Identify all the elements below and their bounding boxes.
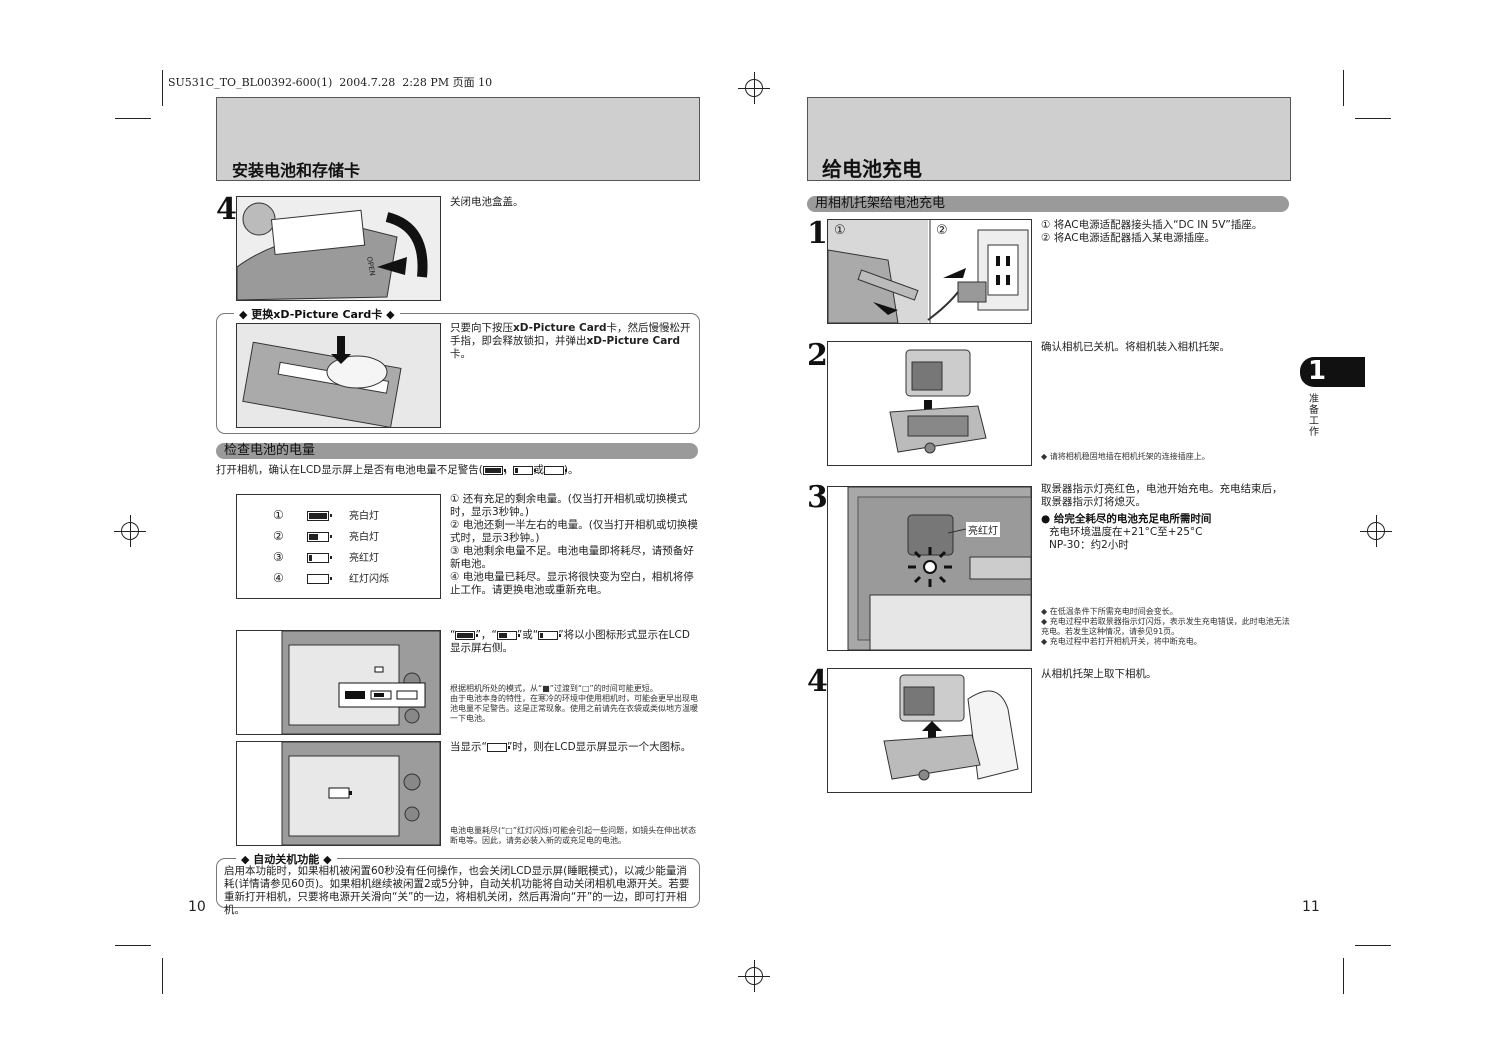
right-header-box [807, 97, 1291, 181]
level-desc-2: ② 电池还剩一半左右的电量。(仅当打开相机或切换模式时，显示3秒钟。) [450, 519, 698, 544]
left-page-number: 10 [188, 899, 206, 915]
right-step3-number: 3 [807, 480, 828, 515]
battery-level-number: ④ [273, 571, 284, 585]
level-desc-4: ④ 电池电量已耗尽。显示将很快变为空白，相机将停止工作。请更换电池或重新充电。 [450, 571, 694, 596]
battery-level-label: 亮白灯 [349, 532, 379, 543]
level-desc-3: ③ 电池剩余电量不足。电池电量即将耗尽，请预备好新电池。 [450, 545, 694, 570]
charge-duration: NP-30：约2小时 [1049, 539, 1129, 551]
right-step2-text: 确认相机已关机。将相机装入相机托架。 [1041, 341, 1230, 353]
xd-card-box-label: ◆ 更换xD-Picture Card卡 ◆ [234, 306, 400, 322]
registration-mark [738, 960, 770, 992]
battery-level-descriptions: ① 还有充足的剩余电量。(仅当打开相机或切换模式时，显示3秒钟。) ② 电池还剩… [450, 493, 700, 597]
crop-mark [115, 945, 151, 946]
step1-line: ① 将AC电源适配器接头插入“DC IN 5V”插座。 [1041, 219, 1263, 231]
red-light-callout: 亮红灯 [966, 522, 1000, 537]
remove-camera-illustration [827, 668, 1032, 793]
battery-level-number: ① [273, 508, 284, 522]
xd-card-eject-illustration [236, 323, 441, 428]
right-step4-number: 4 [807, 664, 828, 699]
battery-level-label: 亮红灯 [349, 553, 379, 564]
charge-time-details: 充电环境温度在+21°C至+25°C NP-30：约2小时 [1049, 526, 1289, 552]
registration-mark [114, 515, 146, 547]
ac-adapter-illustration: ① ② [827, 219, 1032, 324]
crop-mark [1355, 118, 1391, 119]
left-section-title: 安装电池和存储卡 [232, 161, 361, 180]
battery-level-row: ③ 亮红灯 [273, 549, 379, 565]
right-step1-number: 1 [807, 216, 828, 251]
battery-level-row: ① 亮白灯 [273, 507, 379, 523]
crop-mark [1343, 958, 1344, 994]
battery-check-intro: 打开相机，确认在LCD显示屏上是否有电池电量不足警告(，或)。 [216, 464, 579, 476]
left-step4-text: 关闭电池盒盖。 [450, 196, 524, 208]
battery-level-label: 红灯闪烁 [349, 574, 389, 585]
battery-note: 根据相机所处的模式，从“■”过渡到“□”的时间可能更短。 [450, 684, 658, 693]
camera-into-cradle-illustration [827, 341, 1032, 466]
battery-icon [307, 531, 332, 542]
open-label: OPEN [365, 256, 376, 276]
right-step2-note: ◆ 请将相机稳固地插在相机托架的连接插座上。 [1041, 452, 1210, 461]
battery-empty-icon [543, 465, 567, 475]
registration-mark [1360, 515, 1392, 547]
circle-mark-2: ② [936, 223, 948, 238]
battery-level-label: 亮白灯 [349, 511, 379, 522]
right-step4-text: 从相机托架上取下相机。 [1041, 668, 1157, 680]
charge-temp: 充电环境温度在+21°C至+25°C [1049, 526, 1203, 538]
charging-subtitle: 用相机托架给电池充电 [807, 196, 1289, 212]
right-step3-text: 取景器指示灯亮红色，电池开始充电。充电结束后，取景器指示灯将熄灭。 [1041, 483, 1283, 508]
right-section-title: 给电池充电 [822, 157, 922, 181]
chapter-tab-label: 准备工作 [1309, 394, 1319, 438]
charge-note: ◆ 在低温条件下所需充电时间会变长。 [1041, 607, 1178, 616]
auto-off-box [216, 858, 700, 908]
battery-note: 由于电池本身的特性，在寒冷的环境中使用相机时，可能会更早出现电池电量不足警告。这… [450, 694, 698, 723]
battery-note-2: 电池电量耗尽(“□”红灯闪烁)可能会引起一些问题，如镜头在伸出状态断电等。因此，… [450, 826, 697, 845]
left-header-box [216, 97, 700, 181]
xd-card-box [216, 313, 700, 434]
left-step4-number: 4 [216, 192, 237, 227]
chapter-tab [1300, 357, 1365, 387]
large-icon-text: 当显示“”时，则在LCD显示屏显示一个大图标。 [450, 741, 692, 753]
battery-notes-1: 根据相机所处的模式，从“■”过渡到“□”的时间可能更短。 由于电池本身的特性，在… [450, 684, 700, 724]
registration-mark [738, 72, 770, 104]
battery-level-number: ③ [273, 550, 284, 564]
level-desc-1: ① 还有充足的剩余电量。(仅当打开相机或切换模式时，显示3秒钟。) [450, 493, 688, 518]
battery-level-table: ① 亮白灯 ② 亮白灯 ③ 亮红灯 ④ 红灯闪烁 [236, 494, 441, 599]
step1-line: ② 将AC电源适配器插入某电源插座。 [1041, 232, 1216, 244]
auto-off-label: ◆ 自动关机功能 ◆ [236, 851, 337, 867]
lcd-small-icon-illustration [236, 630, 441, 735]
small-icon-display-text: “”，“”或“”将以小图标形式显示在LCD显示屏右侧。 [450, 629, 690, 654]
battery-icon [307, 552, 332, 563]
battery-level-row: ② 亮白灯 [273, 528, 379, 544]
battery-icon [307, 573, 332, 584]
crop-mark [162, 70, 163, 106]
close-battery-cover-illustration: OPEN [236, 196, 441, 301]
lcd-large-icon-illustration [236, 741, 441, 846]
charge-time-heading: ● 给完全耗尽的电池充足电所需时间 [1041, 513, 1212, 525]
battery-full-icon [482, 465, 506, 475]
battery-level-number: ② [273, 529, 284, 543]
battery-icon [307, 510, 332, 521]
charging-indicator-illustration: 亮红灯 [827, 486, 1032, 651]
crop-mark [1355, 945, 1391, 946]
right-step2-number: 2 [807, 338, 828, 373]
circle-mark-1: ① [834, 223, 846, 238]
battery-level-row: ④ 红灯闪烁 [273, 570, 389, 586]
crop-mark [115, 118, 151, 119]
right-step1-text: ① 将AC电源适配器接头插入“DC IN 5V”插座。 ② 将AC电源适配器插入… [1041, 219, 1291, 245]
charge-note: ◆ 充电过程中若打开相机开关，将中断充电。 [1041, 637, 1202, 646]
auto-off-text: 启用本功能时，如果相机被闲置60秒没有任何操作，也会关闭LCD显示屏(睡眠模式)… [224, 865, 690, 916]
charge-note: ◆ 充电过程中若取景器指示灯闪烁，表示发生充电错误，此时电池无法充电。若发生这种… [1041, 617, 1290, 636]
chapter-tab-number: 1 [1308, 356, 1327, 386]
crop-mark [1343, 70, 1344, 106]
battery-check-title: 检查电池的电量 [216, 443, 698, 459]
battery-low-icon [513, 465, 537, 475]
doc-header: SU531C_TO_BL00392-600(1) 2004.7.28 2:28 … [168, 76, 493, 89]
right-page-number: 11 [1302, 899, 1320, 915]
right-step3-notes: ◆ 在低温条件下所需充电时间会变长。 ◆ 充电过程中若取景器指示灯闪烁，表示发生… [1041, 607, 1291, 647]
xd-card-instructions: 只要向下按压xD-Picture Card卡，然后慢慢松开手指，即会释放锁扣，并… [450, 322, 691, 360]
crop-mark [162, 958, 163, 994]
